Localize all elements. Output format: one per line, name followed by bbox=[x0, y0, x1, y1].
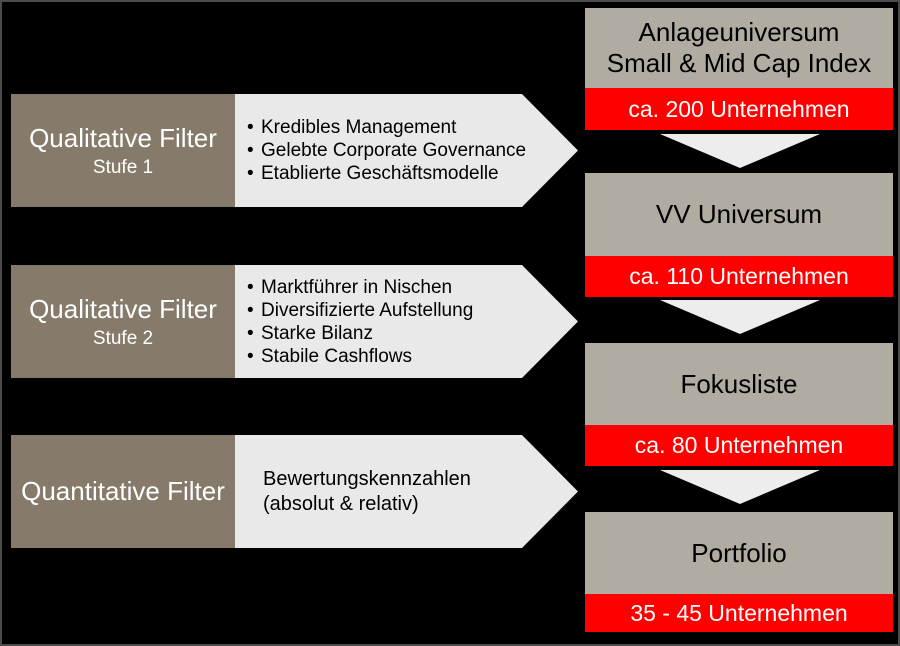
stage-title-line: Fokusliste bbox=[680, 368, 798, 399]
filter-criteria-arrow: Marktführer in Nischen Diversifizierte A… bbox=[235, 265, 578, 378]
criteria-list: Marktführer in Nischen Diversifizierte A… bbox=[235, 276, 578, 368]
stage-title-box: VV Universum bbox=[585, 173, 893, 256]
filter-title: Qualitative Filter bbox=[29, 122, 217, 153]
criteria-item: Marktführer in Nischen bbox=[246, 276, 578, 299]
filter-subtitle: Stufe 1 bbox=[92, 156, 154, 178]
stage-count-banner: ca. 110 Unternehmen bbox=[585, 256, 893, 297]
stage-count-banner: ca. 200 Unternehmen bbox=[585, 88, 893, 130]
filter-title: Quantitative Filter bbox=[21, 476, 225, 506]
criteria-list: Kredibles Management Gelebte Corporate G… bbox=[235, 116, 578, 185]
filter-label-box: Qualitative Filter Stufe 1 bbox=[11, 94, 235, 207]
filter-title: Qualitative Filter bbox=[29, 293, 217, 324]
criteria-text: Bewertungskennzahlen (absolut & relativ) bbox=[235, 467, 578, 517]
criteria-item: Diversifizierte Aufstellung bbox=[246, 299, 578, 322]
stage-portfolio: Portfolio 35 - 45 Unternehmen bbox=[585, 512, 893, 632]
filter-label-box: Quantitative Filter bbox=[11, 435, 235, 548]
stage-count-banner: 35 - 45 Unternehmen bbox=[585, 594, 893, 632]
stage-vv-universum: VV Universum ca. 110 Unternehmen bbox=[585, 173, 893, 297]
filter-criteria-arrow: Kredibles Management Gelebte Corporate G… bbox=[235, 94, 578, 207]
filter-subtitle: Stufe 2 bbox=[92, 327, 154, 349]
stage-title-line: VV Universum bbox=[655, 199, 823, 229]
down-arrow-icon bbox=[660, 470, 820, 504]
stage-fokusliste: Fokusliste ca. 80 Unternehmen bbox=[585, 343, 893, 466]
stage-anlageuniversum: Anlageuniversum Small & Mid Cap Index ca… bbox=[585, 8, 893, 130]
stage-title-box: Anlageuniversum Small & Mid Cap Index bbox=[585, 8, 893, 88]
criteria-line: Bewertungskennzahlen bbox=[263, 467, 471, 490]
down-arrow-icon bbox=[660, 300, 820, 334]
filter-criteria-arrow: Bewertungskennzahlen (absolut & relativ) bbox=[235, 435, 578, 548]
criteria-line: (absolut & relativ) bbox=[263, 492, 419, 515]
down-arrow-icon bbox=[660, 134, 820, 168]
stage-title-line: Anlageuniversum bbox=[638, 17, 840, 47]
criteria-item: Etablierte Geschäftsmodelle bbox=[246, 162, 578, 185]
stage-title-line: Portfolio bbox=[691, 537, 787, 568]
stage-title-line: Small & Mid Cap Index bbox=[606, 48, 872, 78]
filter-block-qualitative-stufe-1: Qualitative Filter Stufe 1 Kredibles Man… bbox=[11, 94, 578, 207]
criteria-item: Gelebte Corporate Governance bbox=[246, 139, 578, 162]
stage-count-banner: ca. 80 Unternehmen bbox=[585, 425, 893, 466]
filter-block-quantitative: Quantitative Filter Bewertungskennzahlen… bbox=[11, 435, 578, 548]
criteria-item: Kredibles Management bbox=[246, 116, 578, 139]
stage-title-box: Fokusliste bbox=[585, 343, 893, 425]
filter-label-box: Qualitative Filter Stufe 2 bbox=[11, 265, 235, 378]
criteria-item: Stabile Cashflows bbox=[246, 345, 578, 368]
criteria-item: Starke Bilanz bbox=[246, 322, 578, 345]
stage-title-box: Portfolio bbox=[585, 512, 893, 594]
filter-block-qualitative-stufe-2: Qualitative Filter Stufe 2 Marktführer i… bbox=[11, 265, 578, 378]
